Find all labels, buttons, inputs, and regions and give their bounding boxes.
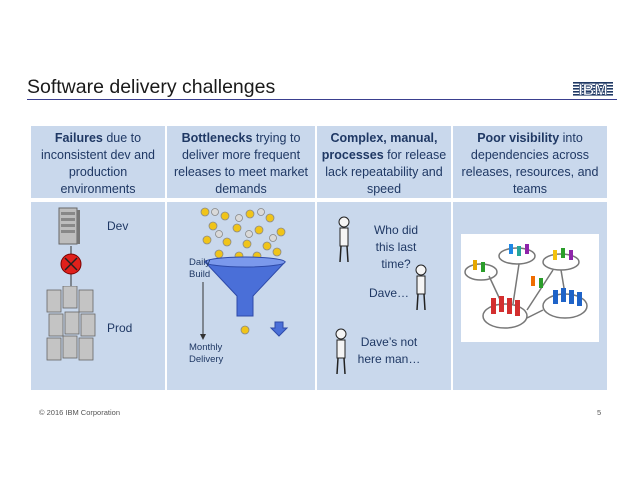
funnel-icon xyxy=(200,207,289,337)
dave-figure-icon xyxy=(415,264,427,311)
time-arrow-icon xyxy=(200,282,206,340)
reply-text: Dave’s not here man… xyxy=(357,335,421,366)
monthly-delivery-label: Monthly Delivery xyxy=(189,342,224,365)
daily-build-label: Daily Build xyxy=(189,257,211,280)
header-failures: Failures due to inconsistent dev and pro… xyxy=(31,126,165,198)
header-complex-manual: Complex, manual, processes for release l… xyxy=(317,126,451,198)
page-number: 5 xyxy=(597,408,602,417)
svg-text:IBM: IBM xyxy=(578,82,607,99)
responder-figure-icon xyxy=(335,328,347,375)
copyright-footer: © 2016 IBM Corporation xyxy=(39,408,120,417)
person-figure-icon xyxy=(338,216,350,263)
slide-title: Software delivery challenges xyxy=(27,76,276,98)
dev-server-icon xyxy=(58,207,80,245)
prod-servers-icon xyxy=(46,286,96,361)
ibm-logo: IBM xyxy=(572,79,618,99)
prod-label: Prod xyxy=(107,321,133,335)
header-poor-visibility: Poor visibility into dependencies across… xyxy=(453,126,607,198)
header-bottlenecks: Bottlenecks trying to deliver more frequ… xyxy=(167,126,315,198)
cell-complex-manual xyxy=(317,202,451,390)
team-network-image xyxy=(461,234,599,342)
question-text: Who did this last time? xyxy=(373,223,419,271)
challenges-table: Failures due to inconsistent dev and pro… xyxy=(31,126,607,390)
column-divider xyxy=(315,126,317,390)
dev-label: Dev xyxy=(107,219,129,233)
column-divider xyxy=(451,126,453,390)
failure-arrow-icon xyxy=(60,246,82,294)
column-divider xyxy=(165,126,167,390)
title-underline xyxy=(27,99,617,100)
answer-text: Dave… xyxy=(369,286,410,300)
